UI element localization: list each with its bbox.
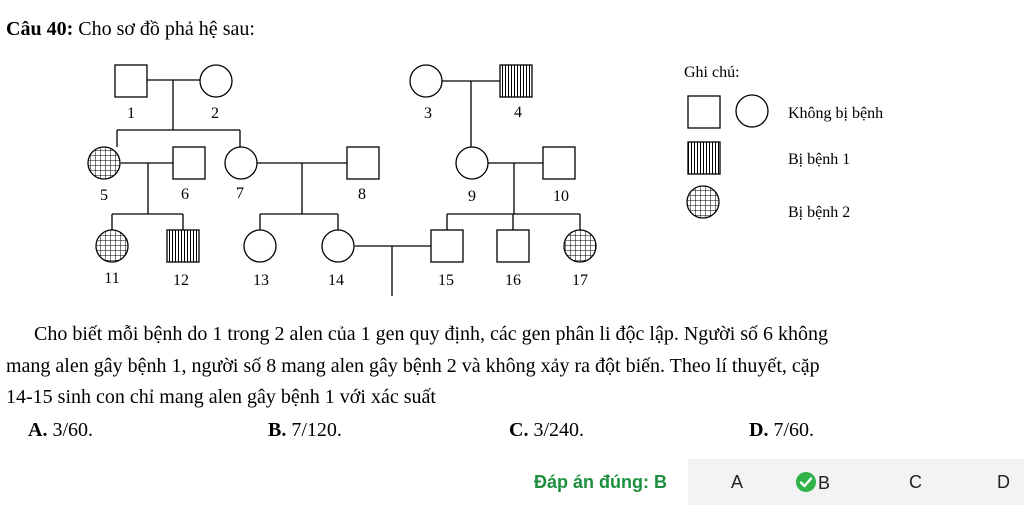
label-11: 11 [104, 270, 119, 287]
individual-11 [95, 229, 129, 263]
label-12: 12 [173, 272, 189, 289]
label-4: 4 [514, 104, 522, 121]
question-text-line-3: 14-15 sinh con chỉ mang alen gây bệnh 1 … [6, 386, 436, 408]
legend-disease2-symbol [686, 185, 720, 219]
label-3: 3 [424, 105, 432, 122]
individual-2 [199, 64, 233, 98]
label-6: 6 [181, 186, 189, 203]
answer-choice-b[interactable]: B [796, 472, 830, 494]
question-title: Câu 40: Cho sơ đồ phả hệ sau: [6, 18, 255, 41]
individual-16 [496, 229, 530, 263]
pedigree-lines [111, 79, 581, 296]
option-c: C. 3/240. [509, 419, 584, 442]
individual-14 [321, 229, 355, 263]
individual-4 [499, 64, 533, 98]
label-17: 17 [572, 272, 588, 289]
pedigree-diagram: 1 2 3 4 5 6 7 8 9 10 11 12 13 14 15 16 1… [87, 64, 883, 296]
individual-12 [166, 229, 200, 263]
correct-answer-label: Đáp án đúng: B [534, 472, 667, 492]
option-a-text: 3/60. [47, 419, 94, 441]
label-1: 1 [127, 105, 135, 122]
option-b-text: 7/120. [286, 419, 342, 441]
label-10: 10 [553, 188, 569, 205]
question-number: Câu 40: [6, 18, 74, 40]
check-circle-icon [796, 472, 816, 492]
answer-choice-b-label: B [818, 473, 831, 493]
option-a: A. 3/60. [28, 419, 93, 442]
individual-6 [172, 146, 206, 180]
legend-unaffected-label: Không bị bệnh [788, 105, 883, 122]
label-9: 9 [468, 188, 476, 205]
answer-choices-bar [688, 459, 1024, 505]
option-c-letter: C. [509, 419, 529, 441]
legend-disease1-label: Bị bệnh 1 [788, 151, 850, 168]
question-text-line-1: Cho biết mỗi bệnh do 1 trong 2 alen của … [34, 323, 829, 345]
individual-13 [243, 229, 277, 263]
answer-choice-c[interactable]: C [909, 472, 922, 492]
question-text-line-2: mang alen gây bệnh 1, người số 8 mang al… [6, 355, 820, 377]
legend-title: Ghi chú: [684, 64, 740, 81]
option-a-letter: A. [28, 419, 48, 441]
label-16: 16 [505, 272, 521, 289]
individual-8 [346, 146, 380, 180]
option-b: B. 7/120. [268, 419, 342, 442]
individual-17 [563, 229, 597, 263]
label-14: 14 [328, 272, 344, 289]
label-2: 2 [211, 105, 219, 122]
option-d-text: 7/60. [768, 419, 815, 441]
individual-7 [224, 146, 258, 180]
label-7: 7 [236, 185, 244, 202]
option-c-text: 3/240. [528, 419, 585, 441]
legend-disease1-symbol [687, 141, 721, 175]
legend: Ghi chú: Không bị bệnh Bị bệnh 1 Bị bệnh… [684, 64, 883, 221]
individual-15 [430, 229, 464, 263]
option-d-letter: D. [749, 419, 769, 441]
legend-disease2-label: Bị bệnh 2 [788, 204, 850, 221]
option-d: D. 7/60. [749, 419, 814, 442]
answer-choice-d[interactable]: D [997, 472, 1010, 492]
answer-choice-a[interactable]: A [731, 472, 744, 492]
individual-1 [114, 64, 148, 98]
question-intro: Cho sơ đồ phả hệ sau: [78, 18, 255, 40]
label-13: 13 [253, 272, 269, 289]
individual-9 [455, 146, 489, 180]
label-5: 5 [100, 187, 108, 204]
individual-10 [542, 146, 576, 180]
label-8: 8 [358, 186, 366, 203]
legend-male-symbol [687, 95, 721, 129]
option-b-letter: B. [268, 419, 287, 441]
individual-3 [409, 64, 443, 98]
individual-5 [87, 146, 121, 180]
legend-female-symbol [735, 94, 769, 128]
label-15: 15 [438, 272, 454, 289]
